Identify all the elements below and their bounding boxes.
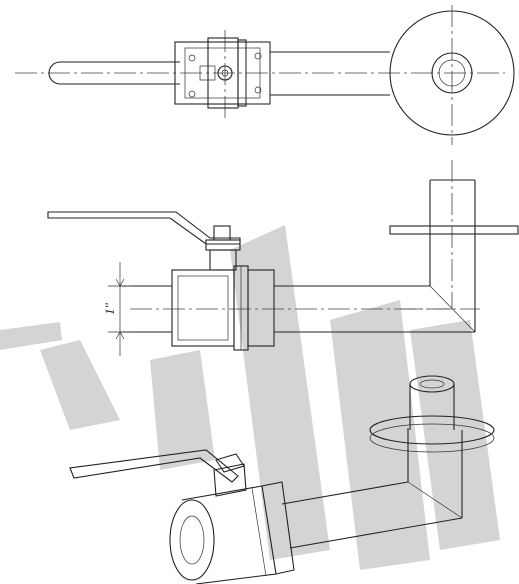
top-view (15, 5, 515, 145)
watermark-logo (0, 225, 500, 570)
dimension-label: 1" (102, 303, 117, 316)
isometric-view (69, 375, 495, 584)
front-view: 1" (47, 160, 519, 356)
